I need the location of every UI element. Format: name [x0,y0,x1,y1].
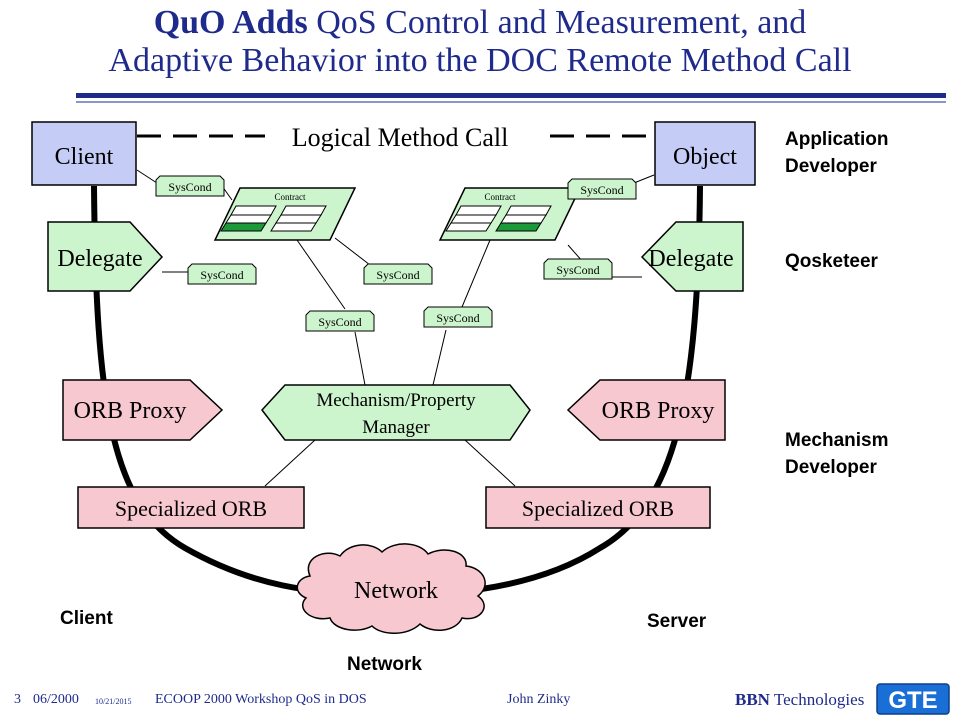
contract-right: Contract [438,187,582,241]
svg-text:SysCond: SysCond [436,311,479,325]
mechanism-property-manager [261,384,531,441]
network-cloud-label: Network [354,578,438,604]
syscond-3: SysCond [187,263,257,285]
syscond-4: SysCond [363,263,433,285]
specialized-orb-right [485,486,711,529]
syscond-1: SysCond [155,175,225,197]
svg-text:SysCond: SysCond [376,268,419,282]
footer-author: John Zinky [507,692,571,707]
title-line1: QoS Control and Measurement, and [307,4,807,41]
slide-title: QuO Adds QoS Control and Measurement, an… [0,4,960,80]
client-label: Client [55,144,114,170]
svg-text:SysCond: SysCond [556,263,599,277]
syscond-6: SysCond [305,310,375,332]
gte-logo [876,683,950,715]
specialized-orb-left [77,486,305,529]
footer-company: BBN Technologies [735,690,865,709]
orb-proxy-left-label: ORB Proxy [74,398,187,424]
gte-logo-text: GTE [888,687,937,714]
orb-proxy-right-label: ORB Proxy [602,398,715,424]
object-box [654,121,756,186]
contract-left-label: Contract [275,192,306,202]
syscond-5: SysCond [543,258,613,280]
orb-proxy-right [566,379,726,441]
footer-page-number: 3 [14,692,21,707]
delegate-right [640,221,744,292]
manager-label-line2: Manager [362,417,430,438]
delegate-left-label: Delegate [57,246,142,272]
delegate-left [47,221,164,292]
title-line2: Adaptive Behavior into the DOC Remote Me… [108,42,852,79]
title-bold: QuO Adds [153,4,308,41]
object-label: Object [673,144,737,170]
svg-text:SysCond: SysCond [168,180,211,194]
contract-left: Contract [213,187,357,241]
title-rule-thick [76,93,946,98]
side-network-label: Network [347,654,422,675]
side-server-label: Server [647,611,707,632]
specialized-orb-left-label: Specialized ORB [115,496,267,521]
logical-call-label: Logical Method Call [292,123,509,152]
svg-text:SysCond: SysCond [200,268,243,282]
role-qosketeer: Qosketeer [785,251,878,272]
footer-event: ECOOP 2000 Workshop QoS in DOS [155,692,367,707]
orb-proxy-left [62,379,224,441]
client-box [31,121,137,186]
syscond-7: SysCond [423,306,493,328]
contract-right-label: Contract [485,192,516,202]
syscond-2: SysCond [567,178,637,200]
svg-text:SysCond: SysCond [318,315,361,329]
title-rule-thin [76,101,946,103]
delegate-right-label: Delegate [648,246,733,272]
side-client-label: Client [60,608,113,629]
specialized-orb-right-label: Specialized ORB [522,496,674,521]
role-application-developer: Application Developer [785,129,889,177]
role-mechanism-developer: Mechanism Developer [785,430,889,478]
manager-label-line1: Mechanism/Property [316,390,476,411]
footer-small-date: 10/21/2015 [95,697,132,706]
svg-text:SysCond: SysCond [580,183,623,197]
footer-date: 06/2000 [33,692,79,707]
network-cloud [296,543,486,634]
